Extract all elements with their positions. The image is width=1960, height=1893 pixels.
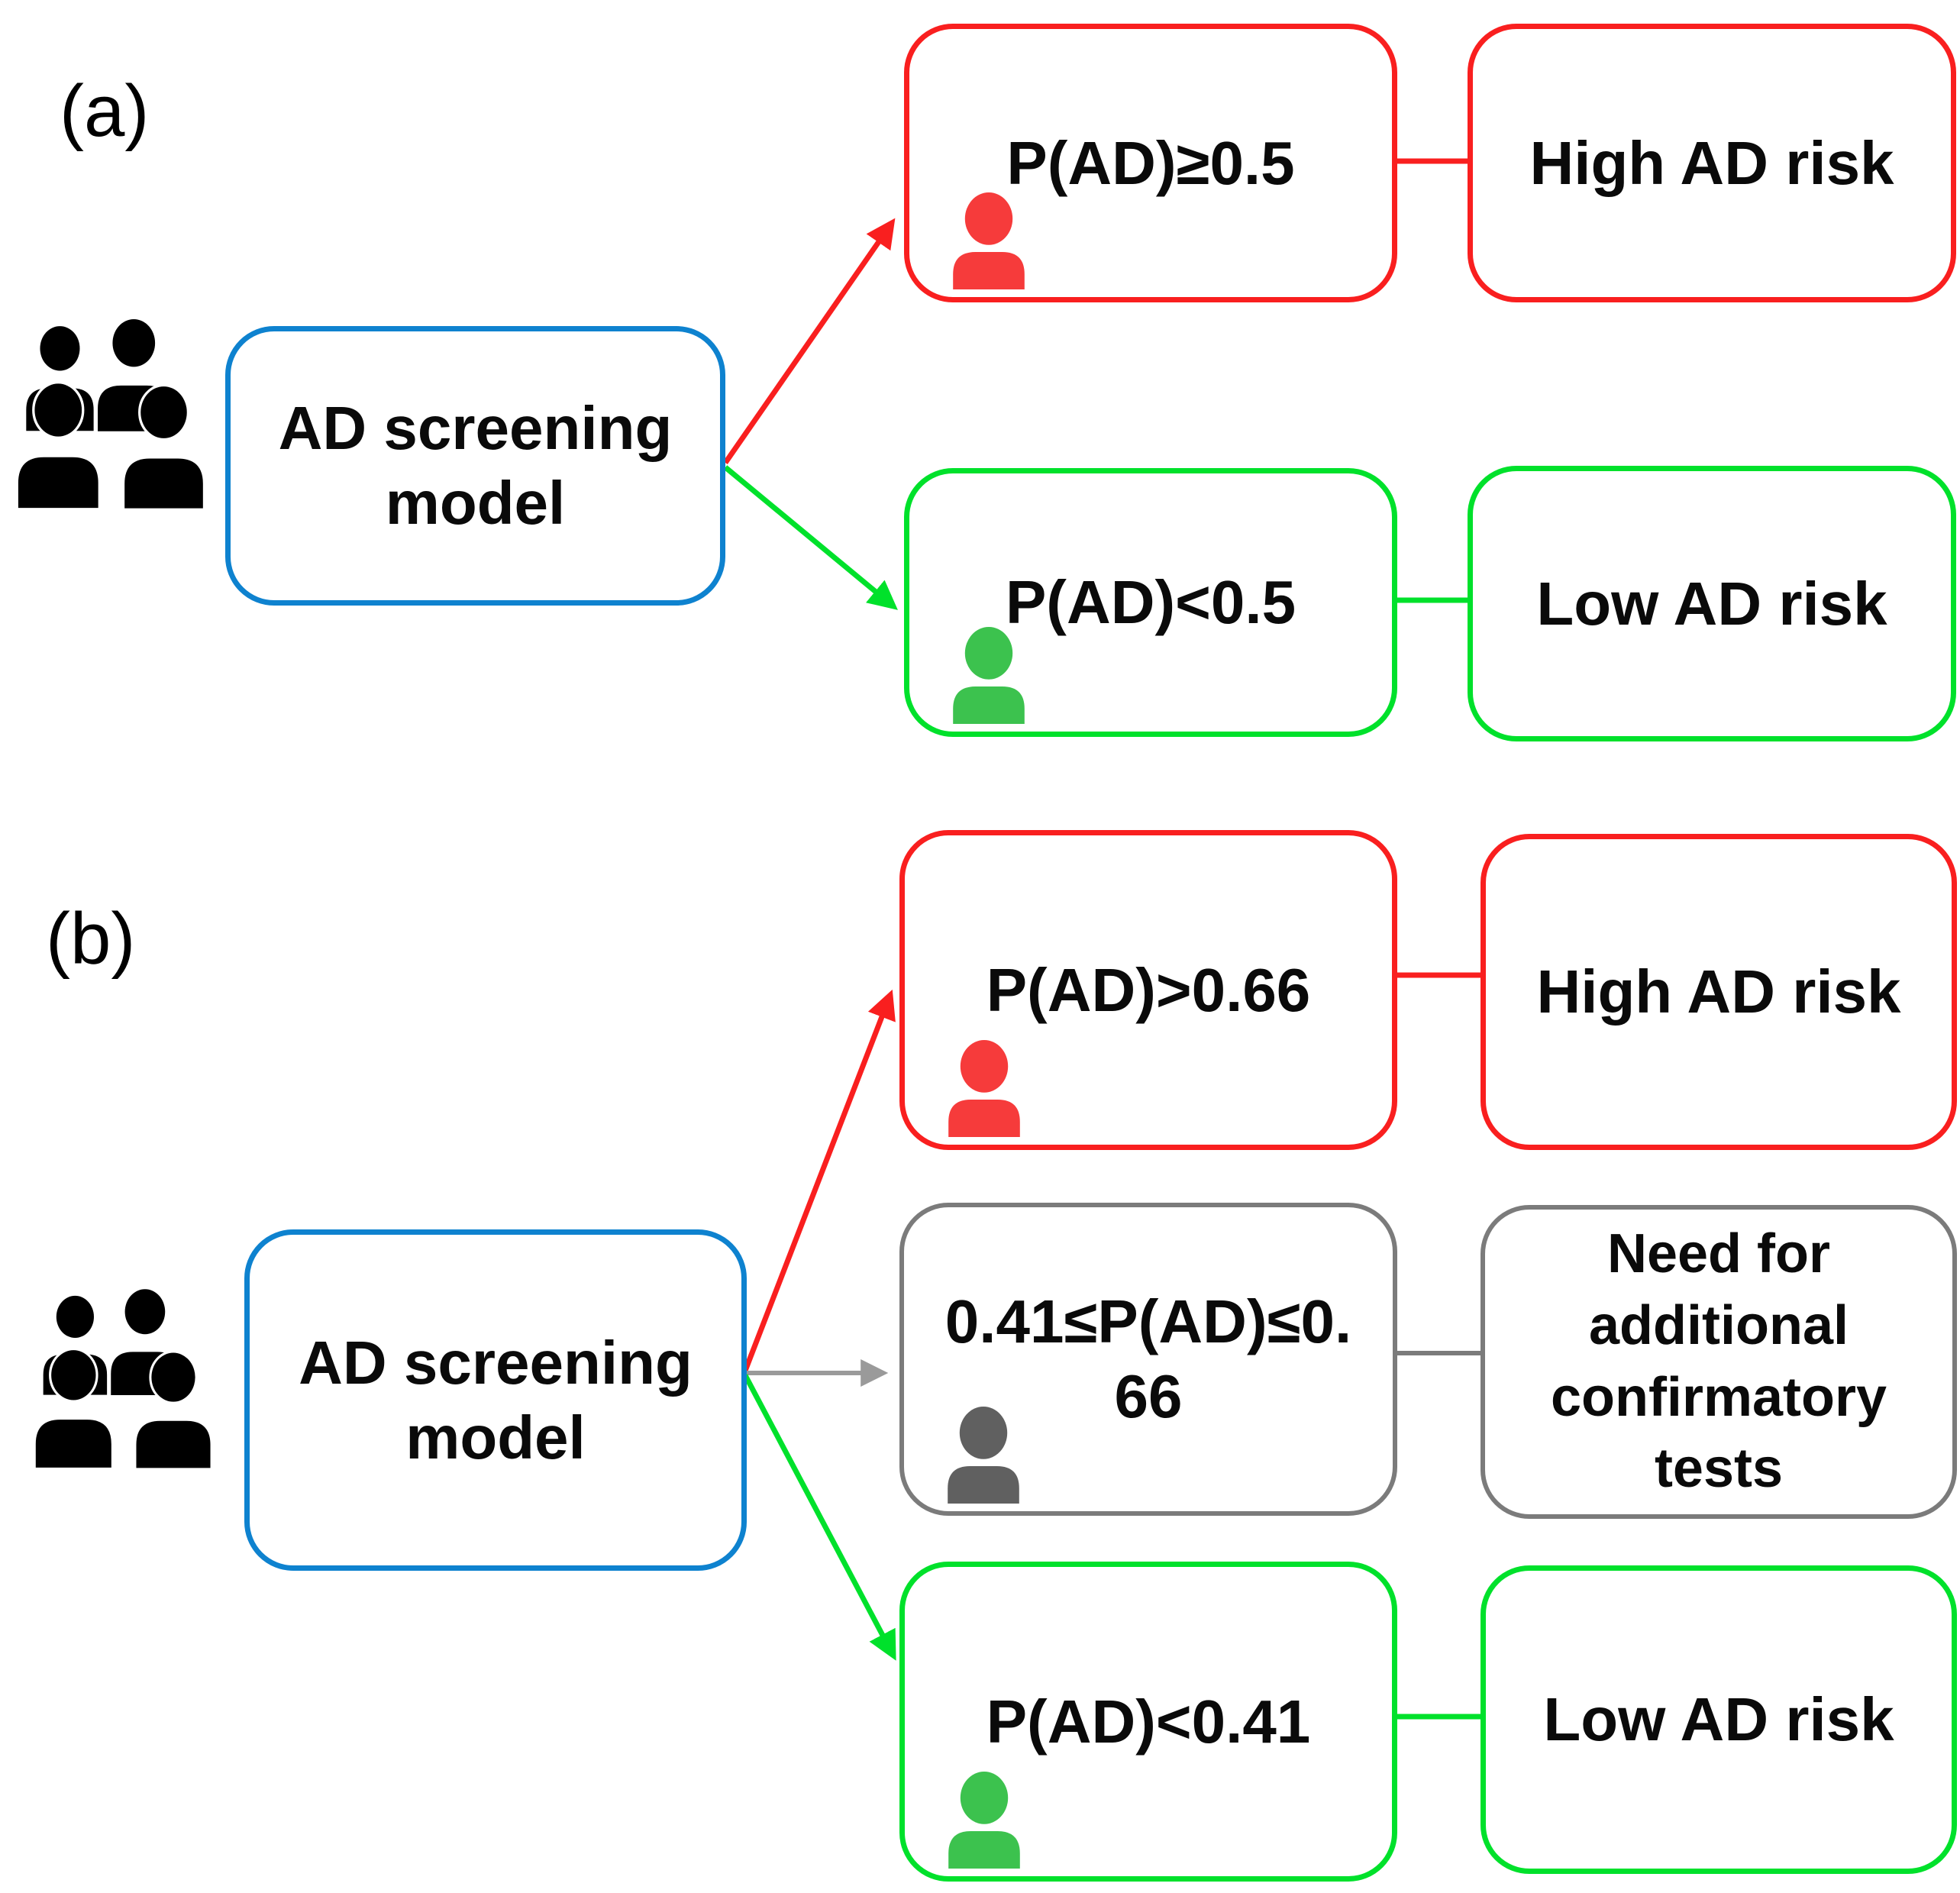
- outcome-box-b-low: Low AD risk: [1480, 1565, 1957, 1874]
- condition-b-intermediate-text: 0.41≤P(AD)≤0. 66: [944, 1287, 1352, 1430]
- model-box-b: AD screening model: [244, 1229, 747, 1571]
- condition-a-high-text: P(AD)≥0.5: [1006, 128, 1295, 197]
- condition-box-b-intermediate: 0.41≤P(AD)≤0. 66: [899, 1203, 1397, 1516]
- model-box-a-text: AD screening model: [278, 394, 673, 537]
- condition-box-b-low: P(AD)<0.41: [899, 1562, 1397, 1882]
- outcome-a-low-text: Low AD risk: [1536, 569, 1887, 638]
- outcome-box-a-high: High AD risk: [1468, 24, 1956, 302]
- outcome-b-intermediate-text: Need for additional confirmatory tests: [1550, 1223, 1887, 1500]
- person-icon-green: [944, 1772, 1024, 1869]
- panel-a-label: (a): [60, 70, 150, 152]
- model-box-b-text: AD screening model: [299, 1328, 693, 1471]
- condition-b-high-text: P(AD)>0.66: [986, 955, 1311, 1024]
- model-box-a: AD screening model: [225, 326, 725, 606]
- people-group-icon: [17, 309, 227, 532]
- arrow-a-high-risk: [723, 218, 896, 464]
- condition-box-a-high: P(AD)≥0.5: [904, 24, 1397, 302]
- outcome-box-b-high: High AD risk: [1480, 834, 1957, 1150]
- person-icon-red: [944, 1040, 1024, 1137]
- condition-b-low-text: P(AD)<0.41: [986, 1687, 1311, 1756]
- outcome-b-high-text: High AD risk: [1536, 958, 1901, 1026]
- outcome-box-a-low: Low AD risk: [1468, 466, 1956, 741]
- arrow-b-high-risk: [742, 989, 896, 1372]
- panel-b-label: (b): [46, 898, 136, 980]
- condition-box-b-high: P(AD)>0.66: [899, 830, 1397, 1150]
- outcome-a-high-text: High AD risk: [1529, 128, 1894, 197]
- person-icon-green: [949, 627, 1028, 724]
- outcome-box-b-intermediate: Need for additional confirmatory tests: [1480, 1205, 1957, 1519]
- arrow-a-low-risk: [723, 465, 898, 610]
- person-icon-red: [949, 192, 1028, 289]
- person-icon-gray: [944, 1407, 1023, 1504]
- condition-a-low-text: P(AD)<0.5: [1005, 568, 1296, 637]
- outcome-b-low-text: Low AD risk: [1543, 1685, 1894, 1754]
- people-group-icon: [34, 1274, 233, 1497]
- arrow-b-low-risk: [742, 1374, 896, 1661]
- condition-box-a-low: P(AD)<0.5: [904, 468, 1397, 737]
